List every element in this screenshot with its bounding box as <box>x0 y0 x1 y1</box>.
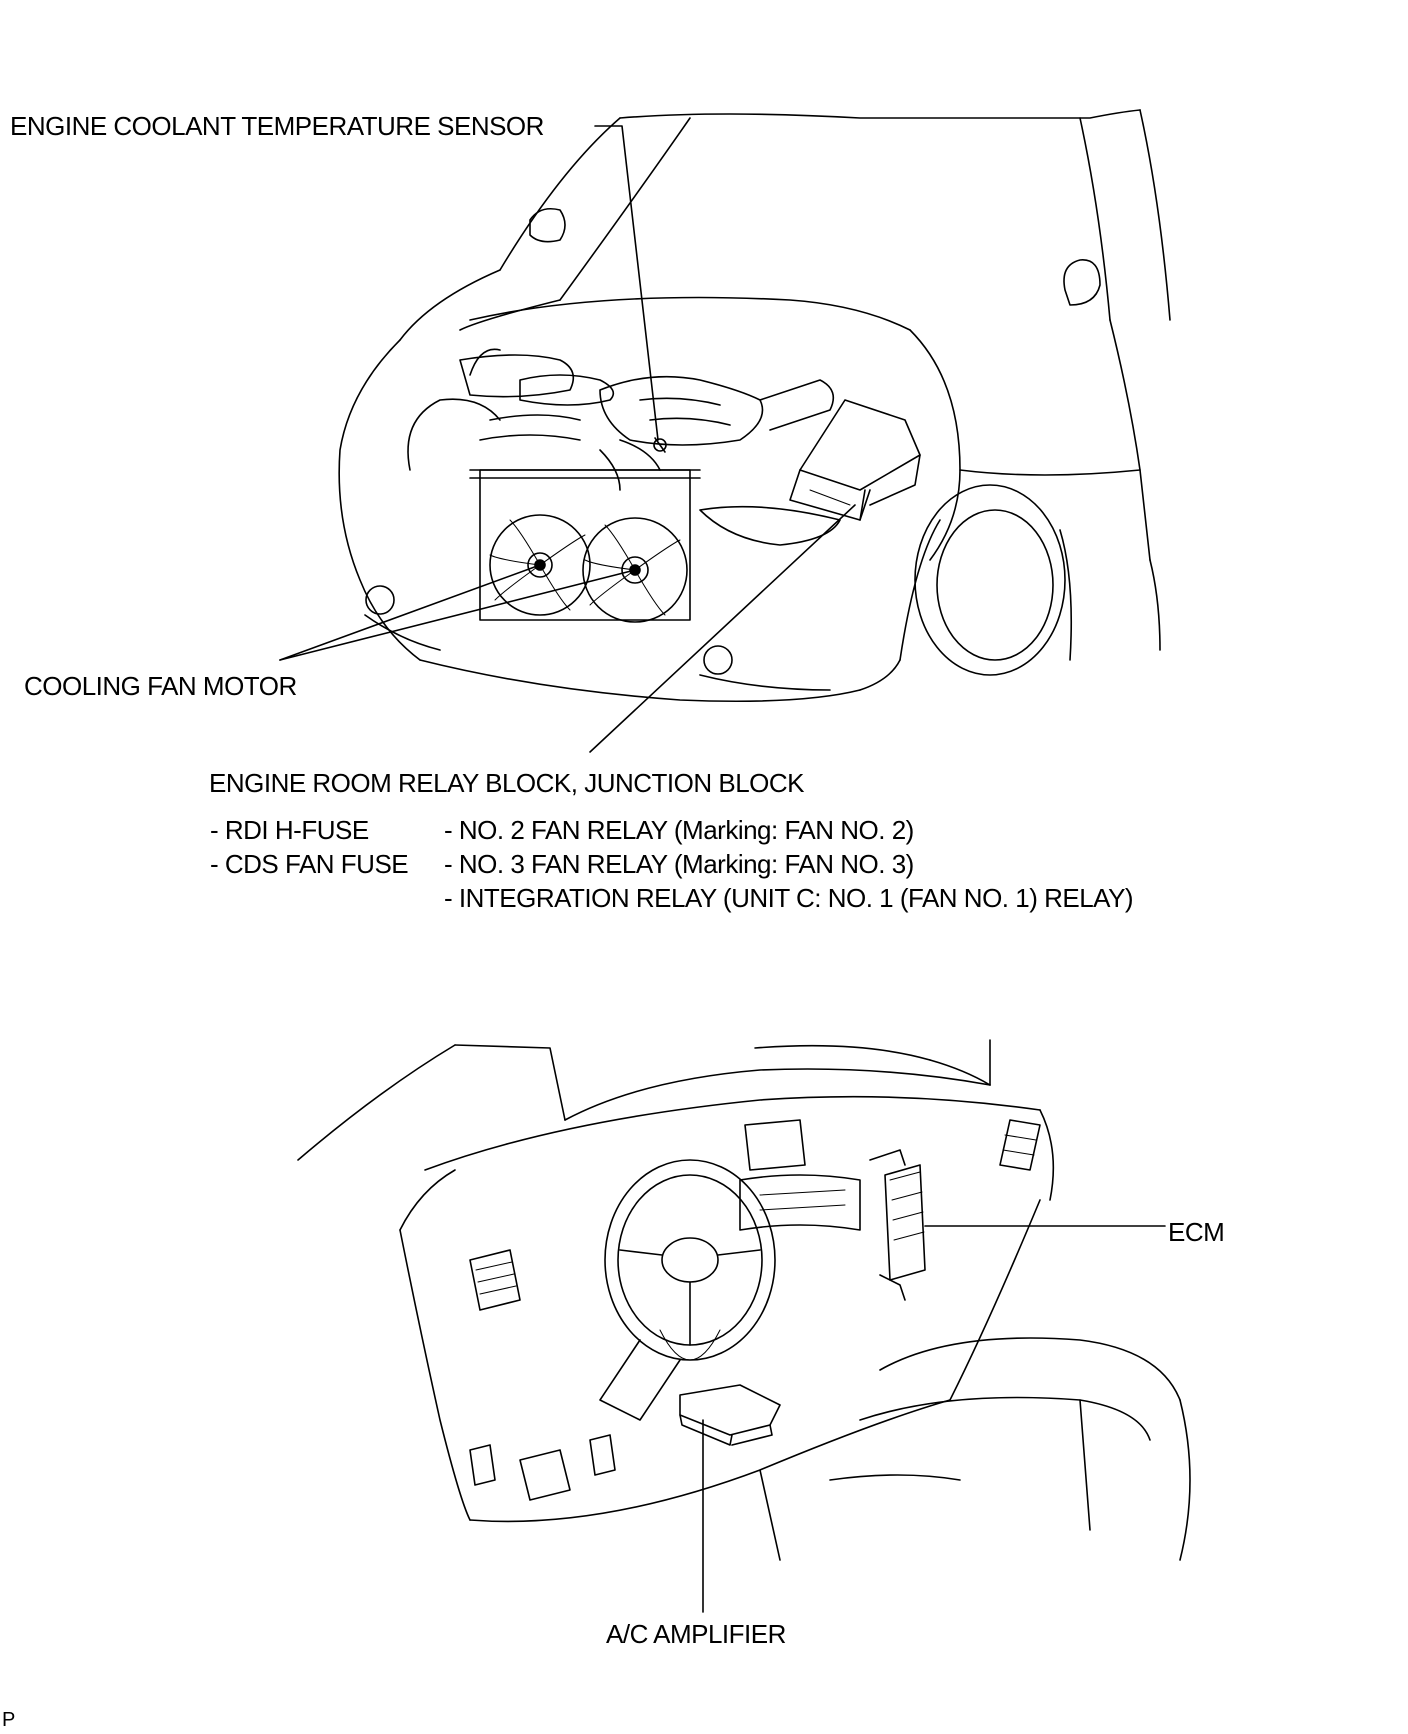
coolant-sensor-label: ENGINE COOLANT TEMPERATURE SENSOR <box>10 111 544 141</box>
leader-lines-bottom <box>702 1225 1166 1613</box>
relay-item-no2: - NO. 2 FAN RELAY (Marking: FAN NO. 2) <box>444 815 914 845</box>
ecm-label: ECM <box>1168 1217 1225 1247</box>
ac-amplifier-module <box>679 1384 781 1446</box>
cooling-fan-motor-label: COOLING FAN MOTOR <box>24 671 297 701</box>
relay-item-integration: - INTEGRATION RELAY (UNIT C: NO. 1 (FAN … <box>444 883 1134 913</box>
dashboard-outline <box>297 1039 1191 1561</box>
ecm-module <box>869 1149 926 1301</box>
corner-mark: P <box>2 1709 15 1731</box>
relay-item-no3: - NO. 3 FAN RELAY (Marking: FAN NO. 3) <box>444 849 914 879</box>
fuse-item-rdi: - RDI H-FUSE <box>210 815 369 845</box>
relay-block-box <box>789 399 921 521</box>
car-body-outline <box>338 109 1171 703</box>
ac-amplifier-label: A/C AMPLIFIER <box>606 1619 786 1649</box>
fuse-item-cds: - CDS FAN FUSE <box>210 849 409 879</box>
relay-block-title: ENGINE ROOM RELAY BLOCK, JUNCTION BLOCK <box>209 768 805 798</box>
leader-lines-top <box>279 125 856 753</box>
radiator-and-fans <box>469 469 701 623</box>
